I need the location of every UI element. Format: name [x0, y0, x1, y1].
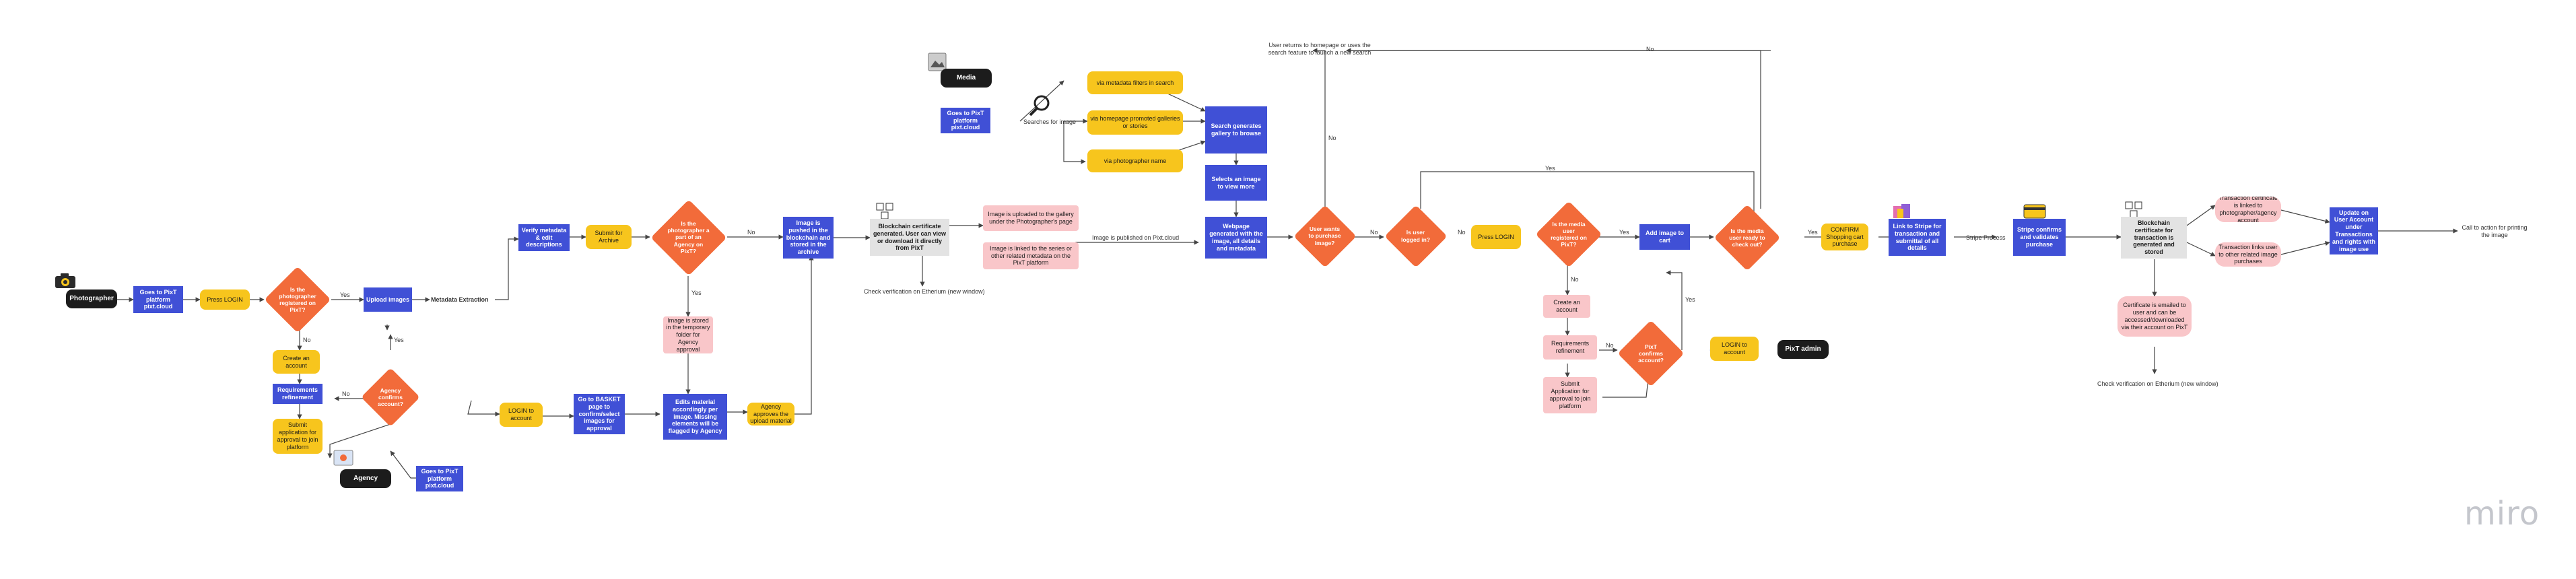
edge-label-yes-media-registered: Yes — [1619, 229, 1629, 236]
decision-user-purchase[interactable]: User wants to purchase image? — [1293, 204, 1357, 268]
published-label: Image is published on Pixt.cloud — [1092, 234, 1180, 241]
searches-image-label: Searches for image — [1023, 118, 1077, 125]
miro-watermark: miro — [2464, 495, 2540, 533]
camera-icon — [55, 273, 75, 288]
confirm-cart-button[interactable]: CONFIRM Shopping cart purchase — [1821, 224, 1868, 250]
check-verification-link-1[interactable]: Check verification on Etherium (new wind… — [864, 288, 985, 295]
submit-application-2[interactable]: Submit Application for approval to join … — [1543, 377, 1597, 413]
create-account-button-2[interactable]: Create an account — [1543, 295, 1590, 318]
verify-metadata-node[interactable]: Verify metadata & edit descriptions — [518, 224, 570, 251]
call-to-action-label: Call to action for printing the image — [2462, 224, 2528, 239]
edge-label-yes-pixt-confirms: Yes — [1685, 296, 1695, 303]
edits-material-node[interactable]: Edits material accordingly per image. Mi… — [663, 394, 727, 440]
press-login-button[interactable]: Press LOGIN — [200, 290, 250, 310]
agency-actor[interactable]: Agency — [340, 469, 391, 488]
login-to-account-2[interactable]: LOGIN to account — [1710, 337, 1759, 361]
search-generates-node[interactable]: Search generates gallery to browse — [1205, 106, 1267, 154]
edge-label-no-logged: No — [1458, 229, 1466, 236]
edge-label-yes-logged: Yes — [1545, 165, 1555, 172]
requirements-refinement-2[interactable]: Requirements refinement — [1543, 335, 1597, 360]
webpage-generated-node[interactable]: Webpage generated with the image, all de… — [1205, 217, 1267, 259]
submit-application-1[interactable]: Submit application for approval to join … — [273, 419, 323, 454]
edge-label-no-checkout: No — [1646, 46, 1654, 53]
uploaded-gallery-node[interactable]: Image is uploaded to the gallery under t… — [983, 205, 1079, 231]
requirements-refinement-1[interactable]: Requirements refinement — [273, 384, 323, 404]
filter-photographer-option[interactable]: via photographer name — [1087, 149, 1183, 172]
stored-temp-node[interactable]: Image is stored in the temporary folder … — [663, 316, 713, 353]
edge-label-no-pixt-confirms: No — [1606, 342, 1614, 349]
transaction-links-user-node[interactable]: Transaction links user to other related … — [2215, 242, 2281, 267]
decision-photographer-registered[interactable]: Is the photographer registered on PixT? — [264, 266, 331, 333]
credit-card-icon — [2023, 204, 2046, 219]
linked-series-node[interactable]: Image is linked to the series or other r… — [983, 242, 1079, 269]
stripe-process-label: Stripe Process — [1966, 234, 2006, 241]
add-to-cart-node[interactable]: Add image to cart — [1639, 224, 1690, 250]
link-stripe-node[interactable]: Link to Stripe for transaction and submi… — [1889, 219, 1946, 256]
decision-logged-in[interactable]: Is user logged in? — [1384, 204, 1448, 268]
agency-approves-node[interactable]: Agency approves the upload material — [747, 403, 794, 425]
press-login-button-2[interactable]: Press LOGIN — [1471, 225, 1521, 249]
decision-agency-part[interactable]: Is the photographer a part of an Agency … — [650, 199, 727, 276]
pushed-blockchain-node[interactable]: Image is pushed in the blockchain and st… — [783, 217, 834, 259]
media-image-icon — [928, 53, 947, 71]
shopping-bags-icon — [1893, 204, 1910, 218]
check-verification-link-2[interactable]: Check verification on Etherium (new wind… — [2097, 380, 2218, 387]
blockchain-cubes-icon — [876, 203, 893, 219]
edge-label-no-purchase-return: No — [1328, 135, 1336, 141]
media-actor[interactable]: Media — [941, 69, 992, 88]
edge-label-no-agency: No — [747, 229, 755, 236]
edge-label-yes-agency: Yes — [691, 290, 702, 296]
edge-label-no-agency-confirm: No — [342, 390, 350, 397]
blockchain-transaction-node[interactable]: Blockchain certificate for transaction i… — [2121, 217, 2187, 259]
metadata-extraction-label: Metadata Extraction — [431, 296, 489, 303]
edge-label-no-media-registered: No — [1571, 276, 1579, 283]
goes-to-pixt-agency[interactable]: Goes to PixT platform pixt.cloud — [416, 466, 463, 491]
update-account-node[interactable]: Update on User Account under Transaction… — [2330, 207, 2378, 254]
agency-logo-icon — [333, 450, 353, 466]
filter-promoted-option[interactable]: via homepage promoted galleries or stori… — [1087, 110, 1183, 135]
login-to-account-1[interactable]: LOGIN to account — [500, 403, 543, 427]
edge-label-no-registered: No — [303, 337, 311, 343]
submit-archive-button[interactable]: Submit for Archive — [586, 225, 632, 249]
upload-images-node[interactable]: Upload images — [364, 287, 412, 312]
decision-pixt-confirms[interactable]: PixT confirms account? — [1617, 320, 1685, 387]
edge-label-yes-checkout: Yes — [1808, 229, 1818, 236]
pixt-admin-actor[interactable]: PixT admin — [1777, 340, 1829, 359]
goes-to-pixt-media[interactable]: Goes to PixT platform pixt.cloud — [941, 108, 990, 133]
decision-media-registered[interactable]: Is the media user registered on PixT? — [1535, 201, 1602, 268]
blockchain-certificate-node[interactable]: Blockchain certificate generated. User c… — [870, 219, 949, 256]
edge-label-no-purchase: No — [1370, 229, 1378, 236]
edge-label-yes-agency-confirm: Yes — [394, 337, 404, 343]
goes-to-pixt-photographer[interactable]: Goes to PixT platform pixt.cloud — [133, 286, 183, 313]
decision-agency-confirms[interactable]: Agency confirms account? — [360, 367, 421, 428]
filter-metadata-option[interactable]: via metadata filters in search — [1087, 71, 1183, 94]
certificate-emailed-node[interactable]: Certificate is emailed to user and can b… — [2117, 296, 2192, 337]
transaction-cert-linked-node[interactable]: Transaction certificate is linked to pho… — [2215, 197, 2281, 222]
edge-label-yes-registered: Yes — [340, 292, 350, 298]
selects-image-node[interactable]: Selects an image to view more — [1205, 165, 1267, 201]
stripe-confirms-node[interactable]: Stripe confirms and validates purchase — [2013, 219, 2066, 256]
photographer-actor[interactable]: Photographer — [66, 290, 117, 308]
magnifier-icon — [1029, 95, 1050, 116]
go-basket-node[interactable]: Go to BASKET page to confirm/select imag… — [574, 394, 625, 434]
decision-media-checkout[interactable]: Is the media user ready to check out? — [1714, 204, 1781, 271]
create-account-button-1[interactable]: Create an account — [273, 350, 320, 374]
user-returns-label: User returns to homepage or uses the sea… — [1268, 42, 1371, 57]
